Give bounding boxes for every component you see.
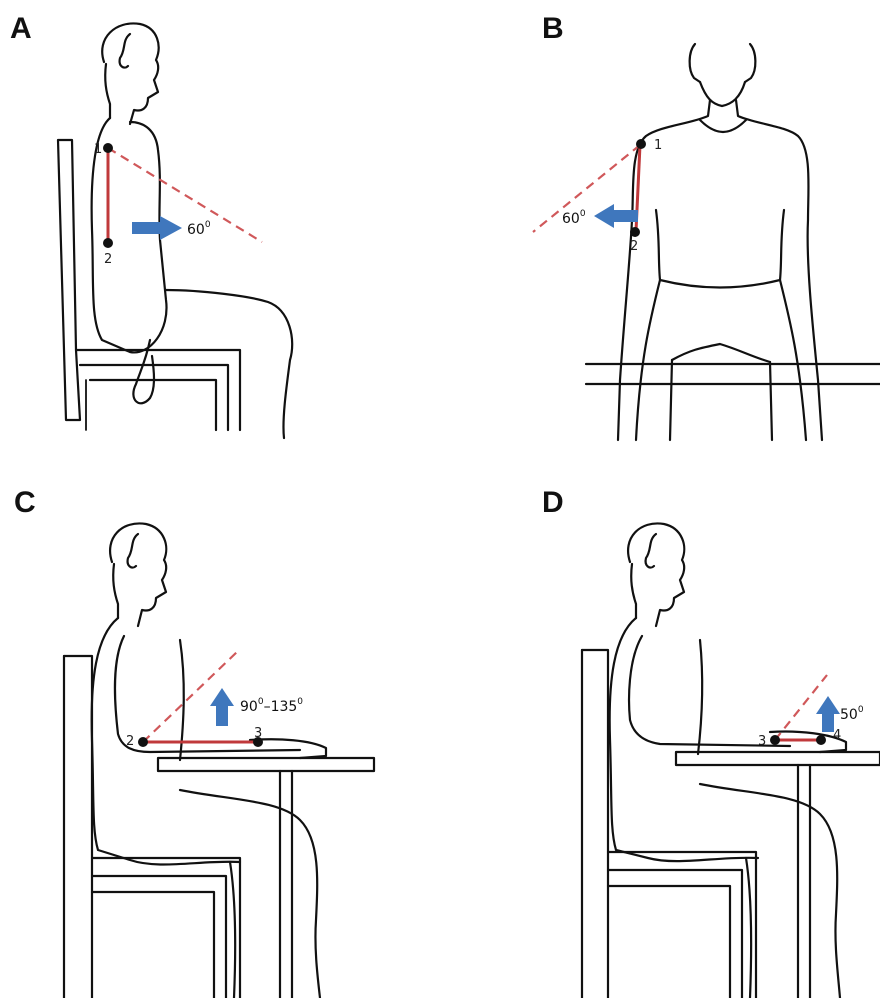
panel-d-point-3-marker	[770, 735, 780, 745]
panel-c-angle-label: 900–1350	[240, 697, 303, 715]
panel-b-person	[618, 44, 822, 440]
panel-b-letter: B	[542, 12, 564, 45]
panel-c-chair	[64, 656, 240, 998]
panel-c-person	[92, 523, 326, 998]
panel-a-point-2-label: 2	[104, 252, 112, 267]
panel-a-point-1-marker	[103, 143, 113, 153]
panel-a: A 1 2 600	[10, 12, 292, 438]
panel-a-angle-label: 600	[187, 220, 211, 238]
panel-d-point-3-label: 3	[758, 734, 766, 749]
panel-d-angle-label: 500	[840, 705, 864, 723]
panel-a-point-1-label: 1	[94, 142, 102, 157]
panel-b-bench	[586, 364, 880, 384]
panel-a-arrow-icon	[132, 216, 182, 240]
panel-d: D	[542, 486, 880, 998]
panel-a-point-2-marker	[103, 238, 113, 248]
panel-d-table	[676, 752, 880, 998]
panel-c-point-3-label: 3	[254, 726, 262, 741]
panel-c-point-2-label: 2	[126, 734, 134, 749]
panel-b-point-2-marker	[630, 227, 640, 237]
panel-c-letter: C	[14, 486, 36, 519]
panel-c-arrow-icon	[210, 688, 234, 726]
panel-c-table	[158, 758, 374, 998]
panel-a-letter: A	[10, 12, 32, 45]
panel-a-chair	[58, 140, 240, 430]
panel-a-reference-line	[108, 148, 262, 242]
panel-c-point-2-marker	[138, 737, 148, 747]
panel-d-reference-line	[775, 675, 827, 740]
panel-d-point-4-label: 4	[833, 728, 841, 743]
panel-d-point-4-marker	[816, 735, 826, 745]
panel-d-letter: D	[542, 486, 564, 519]
panel-d-chair	[582, 650, 756, 998]
panel-b-angle-label: 600	[562, 209, 586, 227]
panel-b: B 1 2	[533, 12, 880, 440]
panel-b-point-2-label: 2	[630, 239, 638, 254]
panel-c: C	[14, 486, 374, 998]
panel-b-point-1-marker	[636, 139, 646, 149]
panel-b-point-1-label: 1	[654, 138, 662, 153]
panel-d-arrow-icon	[816, 696, 840, 732]
